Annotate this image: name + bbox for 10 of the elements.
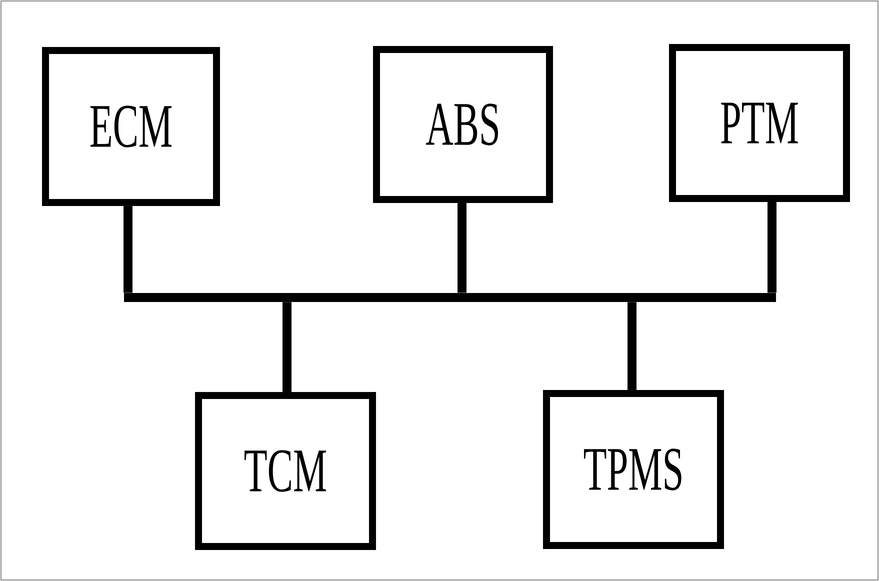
module-box: TPMS [543,390,724,549]
module-box: ABS [373,46,553,203]
connector-line [282,302,292,392]
module-box: TCM [195,392,376,550]
connector-line [768,202,776,293]
connector-line [124,206,132,293]
module-box: ECM [42,47,220,206]
module-box: PTM [669,44,850,202]
connector-line [628,302,636,390]
connector-line [458,203,466,293]
